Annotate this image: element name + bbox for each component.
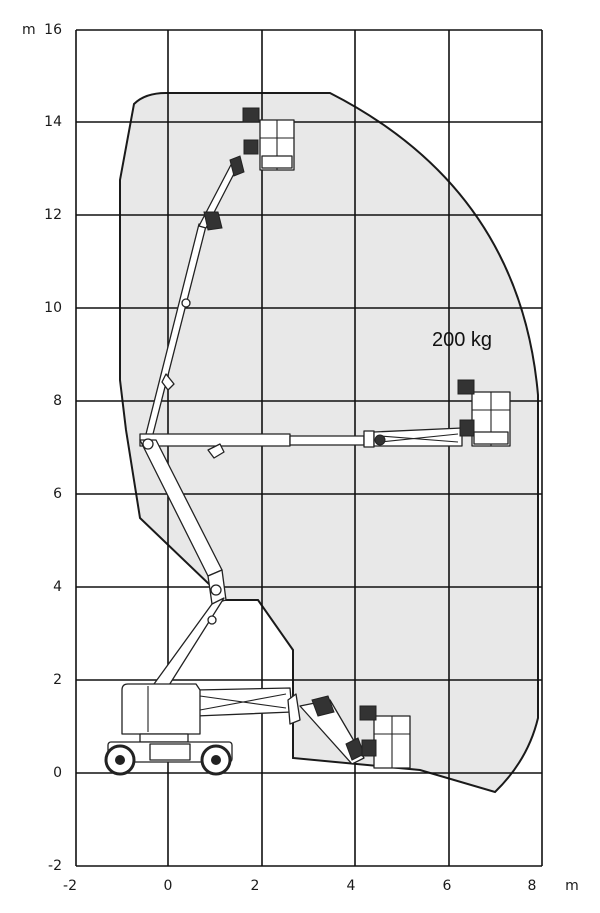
x-tick-label: 0 — [164, 878, 173, 894]
y-tick-label: 12 — [44, 207, 62, 223]
x-tick-label: -2 — [63, 878, 77, 894]
y-tick-label: 10 — [44, 300, 62, 316]
x-unit-label: m — [565, 878, 579, 894]
y-tick-label: -2 — [48, 858, 62, 874]
y-tick-label: 16 — [44, 22, 62, 38]
y-unit-label: m — [22, 22, 36, 38]
y-tick-label: 6 — [53, 486, 62, 502]
x-tick-label: 2 — [251, 878, 260, 894]
machine-chassis — [104, 683, 233, 776]
boom-lowered — [195, 687, 365, 765]
boom-horizontal — [139, 427, 463, 459]
x-tick-label: 4 — [347, 878, 356, 894]
y-tick-label: 8 — [53, 393, 62, 409]
x-tick-label: 6 — [443, 878, 452, 894]
y-tick-label: 4 — [53, 579, 62, 595]
platform-basket-icon — [359, 705, 411, 769]
load-capacity-label: 200 kg — [432, 329, 492, 351]
aerial-work-platform-icon — [104, 107, 511, 776]
platform-basket-icon — [457, 379, 511, 447]
platform-basket-icon — [242, 107, 295, 171]
y-tick-label: 0 — [53, 765, 62, 781]
y-tick-label: 14 — [44, 114, 62, 130]
boom-riser — [139, 438, 227, 691]
y-tick-label: 2 — [53, 672, 62, 688]
x-tick-label: 8 — [528, 878, 537, 894]
boom-raised — [144, 155, 245, 439]
